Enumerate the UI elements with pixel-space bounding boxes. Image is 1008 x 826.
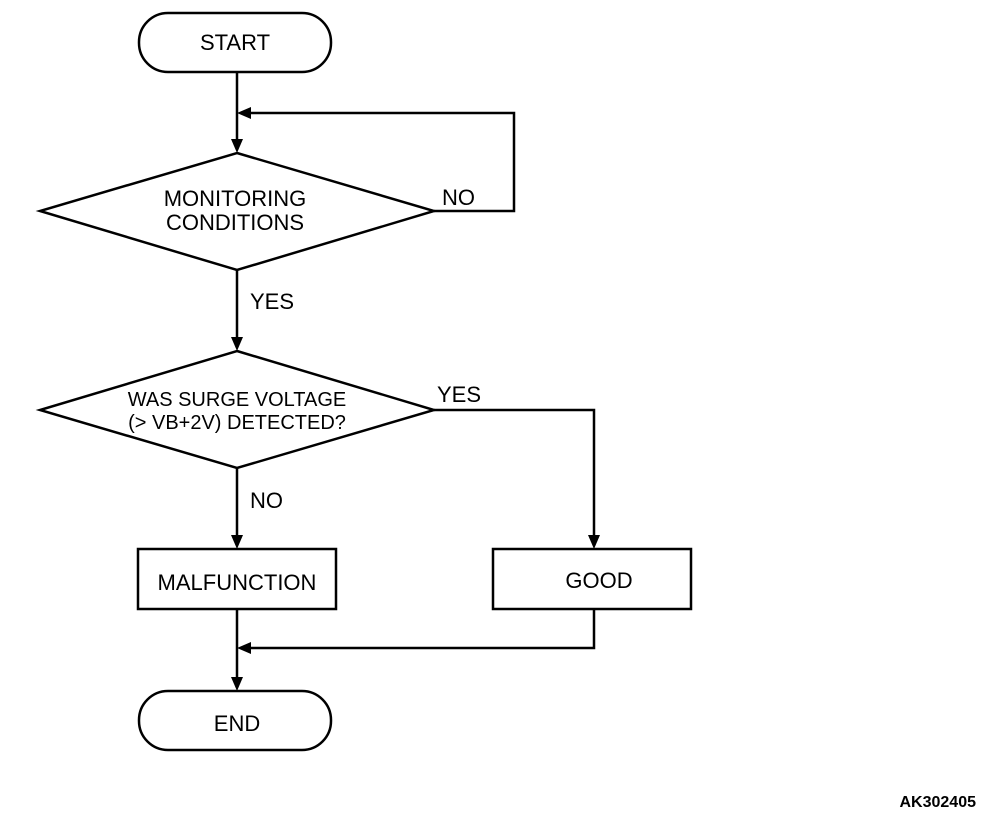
arrowhead-surge-yes (588, 535, 600, 549)
good-process (491, 547, 693, 611)
surge-voltage-label-line2: (> VB+2V) DETECTED? (128, 412, 346, 434)
monitoring-no-label: NO (442, 185, 475, 210)
arrowhead-malfunction-to-end (231, 677, 243, 691)
end-terminal (137, 689, 333, 752)
monitoring-conditions-label-line1: MONITORING (164, 186, 307, 211)
start-label: START (200, 30, 270, 55)
arrowhead-good-to-merge (237, 642, 251, 654)
malfunction-label: MALFUNCTION (158, 570, 317, 595)
monitoring-yes-label: YES (250, 289, 294, 314)
edge-surge-yes (434, 408, 596, 536)
surge-yes-label: YES (437, 382, 481, 407)
arrowhead-monitoring-yes (231, 337, 243, 351)
arrowhead-surge-no (231, 535, 243, 549)
edge-monitoring-no-loop (250, 111, 516, 213)
figure-code: AK302405 (900, 794, 977, 811)
good-label: GOOD (565, 568, 632, 593)
surge-voltage-label-line1: WAS SURGE VOLTAGE (128, 389, 347, 411)
end-label: END (214, 711, 260, 736)
surge-no-label: NO (250, 488, 283, 513)
arrowhead-monitoring-no-loop (237, 107, 251, 119)
edge-good-to-merge (250, 609, 596, 650)
start-terminal (137, 11, 333, 74)
monitoring-conditions-label-line2: CONDITIONS (166, 210, 304, 235)
arrowhead-start-to-monitoring (231, 139, 243, 153)
